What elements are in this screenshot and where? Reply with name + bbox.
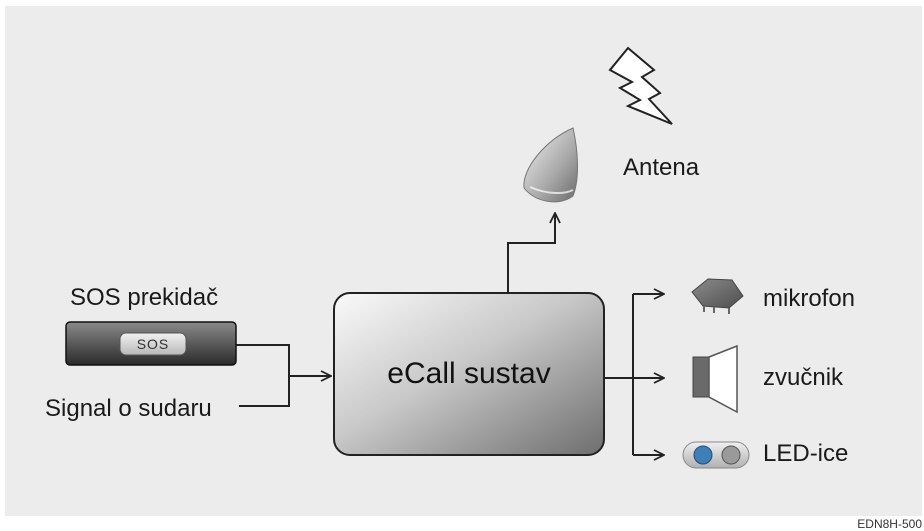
sos-connector — [236, 344, 290, 376]
sos-switch-icon — [65, 321, 237, 366]
microphone-icon — [691, 278, 744, 314]
speaker-label: zvučnik — [763, 364, 844, 391]
connector-lines — [236, 213, 664, 455]
crash-signal-label: Signal o sudaru — [45, 395, 212, 422]
leds-label: LED-ice — [763, 440, 849, 467]
sos-switch-label: SOS prekidač — [70, 284, 219, 311]
signal-bolt-icon — [608, 46, 673, 125]
antenna-icon — [523, 127, 579, 203]
microphone-label: mikrofon — [763, 285, 856, 312]
ecall-system-label: eCall sustav — [387, 357, 551, 390]
sos-button-text: SOS — [136, 336, 170, 352]
speaker-icon — [692, 344, 738, 414]
ecall-system-box — [333, 292, 605, 456]
crash-connector — [239, 376, 290, 407]
output-trunk — [604, 294, 634, 455]
antenna-connector — [507, 213, 555, 292]
antenna-label: Antena — [623, 154, 700, 181]
image-code: EDN8H-500 — [857, 517, 922, 531]
leds-icon — [682, 441, 750, 469]
